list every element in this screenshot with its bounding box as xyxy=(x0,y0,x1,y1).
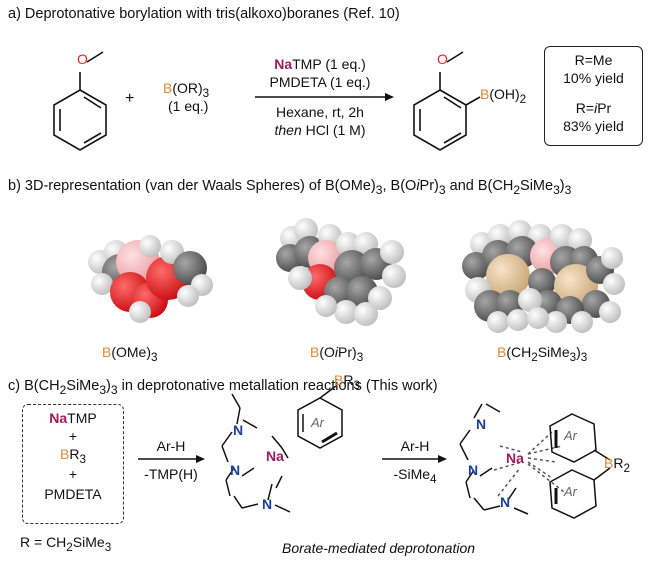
result-me-label: R=Me xyxy=(574,52,613,68)
sphere-model-b-ch2sime3-3 xyxy=(462,220,625,333)
results-box xyxy=(544,46,643,146)
arrow1-byproduct: -TMP(H) xyxy=(144,466,198,482)
intermediate-complex xyxy=(221,385,343,513)
arrow2-reagent: Ar-H xyxy=(400,438,430,454)
product-oxygen-label: O xyxy=(437,51,448,67)
reaction-arrow-c2 xyxy=(382,455,447,463)
reaction-arrow-a xyxy=(255,93,394,101)
condition-natmp: NaTMP (1 eq.) xyxy=(274,56,366,72)
final-n-top: N xyxy=(476,416,487,432)
reagent-mixture-box xyxy=(22,404,124,524)
caption-b-oipr3: B(OiPr)3 xyxy=(310,344,364,364)
box-br3: BR3 xyxy=(60,446,86,466)
box-natmp: NaTMP xyxy=(49,410,97,426)
condition-solvent: Hexane, rt, 2h xyxy=(276,104,364,120)
final-ar-top: Ar xyxy=(564,428,577,443)
final-complex xyxy=(459,403,611,519)
final-ar-bottom: Ar xyxy=(564,484,577,499)
result-ipr-yield: 83% yield xyxy=(563,118,624,134)
product-structure xyxy=(413,51,481,151)
product-boronic-acid: B(OH)2 xyxy=(480,86,527,106)
section-c-header: c) B(CH2SiMe3)3 in deprotonative metalla… xyxy=(8,378,438,397)
intermediate-n-bottom: N xyxy=(262,496,273,512)
result-ipr-label: R=iPr xyxy=(575,100,612,116)
anisole-structure xyxy=(53,51,107,151)
intermediate-na: Na xyxy=(266,448,284,464)
caption-b-ome3: B(OMe)3 xyxy=(102,344,158,364)
box-pmdeta: PMDETA xyxy=(44,486,102,502)
plus-sign: + xyxy=(125,90,135,107)
intermediate-n-top: N xyxy=(233,422,244,438)
condition-quench: then HCl (1 M) xyxy=(274,122,366,138)
reagent-eq: (1 eq.) xyxy=(168,98,209,114)
final-n-bottom: N xyxy=(500,494,511,510)
reactant-oxygen-label: O xyxy=(77,51,88,67)
final-br2: BR2 xyxy=(604,455,630,475)
condition-pmdeta: PMDETA (1 eq.) xyxy=(269,74,371,90)
section-b-header: b) 3D-representation (van der Waals Sphe… xyxy=(8,178,572,197)
sphere-model-b-oipr3 xyxy=(276,218,406,326)
intermediate-ar: Ar xyxy=(311,415,324,430)
sphere-model-b-ome3 xyxy=(88,235,213,323)
box-plus-2: + xyxy=(68,466,78,482)
arrow1-reagent: Ar-H xyxy=(156,438,186,454)
caption-b-ch2sime3-3: B(CH2SiMe3)3 xyxy=(497,344,588,364)
reagent-boron: B(OR)3 xyxy=(163,80,210,100)
r-definition: R = CH2SiMe3 xyxy=(20,534,112,554)
section-c-caption: Borate-mediated deprotonation xyxy=(282,540,476,556)
intermediate-br3: BR3 xyxy=(334,372,360,392)
box-plus-1: + xyxy=(68,428,78,444)
intermediate-n-mid: N xyxy=(230,462,241,478)
arrow2-byproduct: -SiMe4 xyxy=(393,466,437,486)
result-me-yield: 10% yield xyxy=(563,70,624,86)
final-na: Na xyxy=(506,450,524,466)
final-n-mid: N xyxy=(468,462,479,478)
reaction-arrow-c1 xyxy=(138,455,205,463)
section-a-header: a) Deprotonative borylation with tris(al… xyxy=(8,6,400,22)
